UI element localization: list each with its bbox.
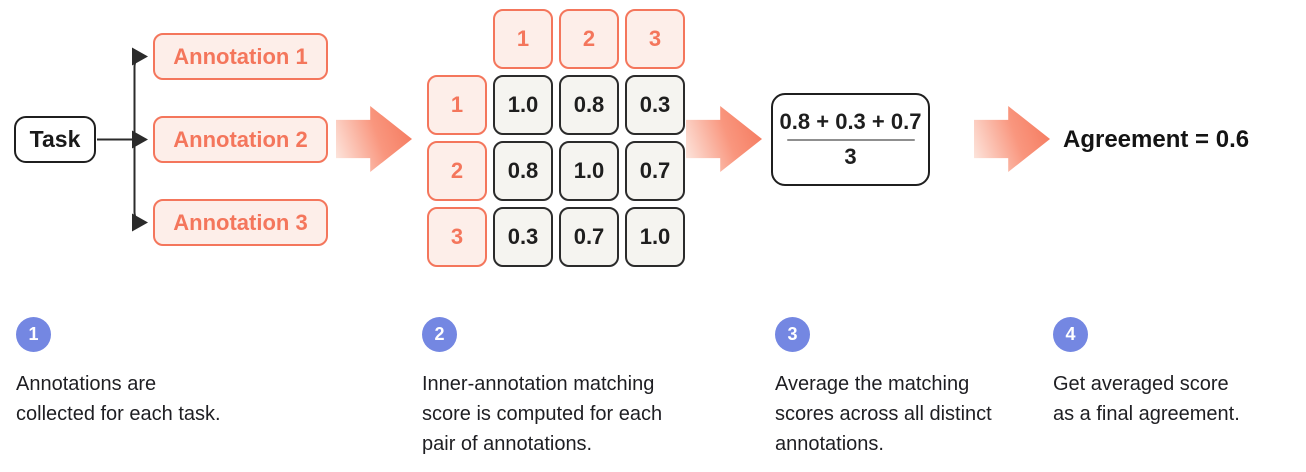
step-text-line: score is computed for each bbox=[422, 403, 663, 425]
annotation-1-label: Annotation 1 bbox=[173, 43, 308, 69]
arrow-to-annotation-1-icon bbox=[132, 47, 148, 140]
matrix-col-header: 3 bbox=[625, 9, 685, 69]
step-3-description: Average the matching scores across all d… bbox=[775, 369, 992, 459]
task-branch-connector bbox=[97, 47, 148, 232]
annotation-3-box: Annotation 3 bbox=[153, 199, 328, 246]
agreement-result-label: Agreement = 0.6 bbox=[1063, 126, 1250, 153]
matrix-cell: 1.0 bbox=[559, 141, 619, 201]
matrix-cell: 0.3 bbox=[625, 75, 685, 135]
formula-numerator: 0.8 + 0.3 + 0.7 bbox=[779, 109, 922, 134]
matrix-cell: 0.8 bbox=[493, 141, 553, 201]
step-text-line: pair of annotations. bbox=[422, 433, 593, 455]
formula-denominator: 3 bbox=[844, 144, 857, 169]
annotation-1-box: Annotation 1 bbox=[153, 33, 328, 80]
step-text-line: annotations. bbox=[775, 433, 884, 455]
step-text-line: Inner-annotation matching bbox=[422, 373, 655, 395]
arrow-to-annotation-3-icon bbox=[132, 139, 148, 232]
annotation-2-label: Annotation 2 bbox=[173, 126, 308, 152]
matrix-row-header: 2 bbox=[427, 141, 487, 201]
matrix-row-header: 1 bbox=[427, 75, 487, 135]
step-3-badge: 3 bbox=[775, 317, 810, 352]
step-1: 1 Annotations are collected for each tas… bbox=[16, 317, 221, 429]
step-4: 4 Get averaged score as a final agreemen… bbox=[1053, 317, 1240, 429]
matrix-cell: 0.7 bbox=[559, 207, 619, 267]
step-2: 2 Inner-annotation matching score is com… bbox=[422, 317, 662, 459]
average-formula-box: 0.8 + 0.3 + 0.7 3 bbox=[771, 93, 930, 186]
step-4-description: Get averaged score as a final agreement. bbox=[1053, 369, 1240, 429]
fraction-bar bbox=[786, 139, 915, 141]
step-1-description: Annotations are collected for each task. bbox=[16, 369, 221, 429]
matrix-col-header: 2 bbox=[559, 9, 619, 69]
matrix-row-header: 3 bbox=[427, 207, 487, 267]
annotation-2-box: Annotation 2 bbox=[153, 116, 328, 163]
flow-arrow-icon bbox=[686, 106, 762, 172]
annotation-3-label: Annotation 3 bbox=[173, 209, 308, 235]
matrix-cell: 1.0 bbox=[493, 75, 553, 135]
matrix-cell: 1.0 bbox=[625, 207, 685, 267]
task-label: Task bbox=[29, 126, 81, 152]
matrix-cell: 0.8 bbox=[559, 75, 619, 135]
step-text-line: scores across all distinct bbox=[775, 403, 992, 425]
step-1-badge: 1 bbox=[16, 317, 51, 352]
flow-arrow-icon bbox=[336, 106, 412, 172]
step-text-line: as a final agreement. bbox=[1053, 403, 1240, 425]
step-2-badge: 2 bbox=[422, 317, 457, 352]
flow-arrow-icon bbox=[974, 106, 1050, 172]
task-box: Task bbox=[14, 116, 96, 163]
step-text-line: Average the matching bbox=[775, 373, 970, 395]
step-3: 3 Average the matching scores across all… bbox=[775, 317, 992, 459]
step-text-line: Annotations are bbox=[16, 373, 157, 395]
step-text-line: Get averaged score bbox=[1053, 373, 1229, 395]
step-4-badge: 4 bbox=[1053, 317, 1088, 352]
step-text-line: collected for each task. bbox=[16, 403, 221, 425]
step-2-description: Inner-annotation matching score is compu… bbox=[422, 369, 662, 459]
matrix-cell: 0.3 bbox=[493, 207, 553, 267]
matrix-col-header: 1 bbox=[493, 9, 553, 69]
matrix-cell: 0.7 bbox=[625, 141, 685, 201]
matching-score-matrix: 1 2 3 1 1.0 0.8 0.3 2 0.8 1.0 0.7 3 0.3 … bbox=[427, 9, 685, 267]
